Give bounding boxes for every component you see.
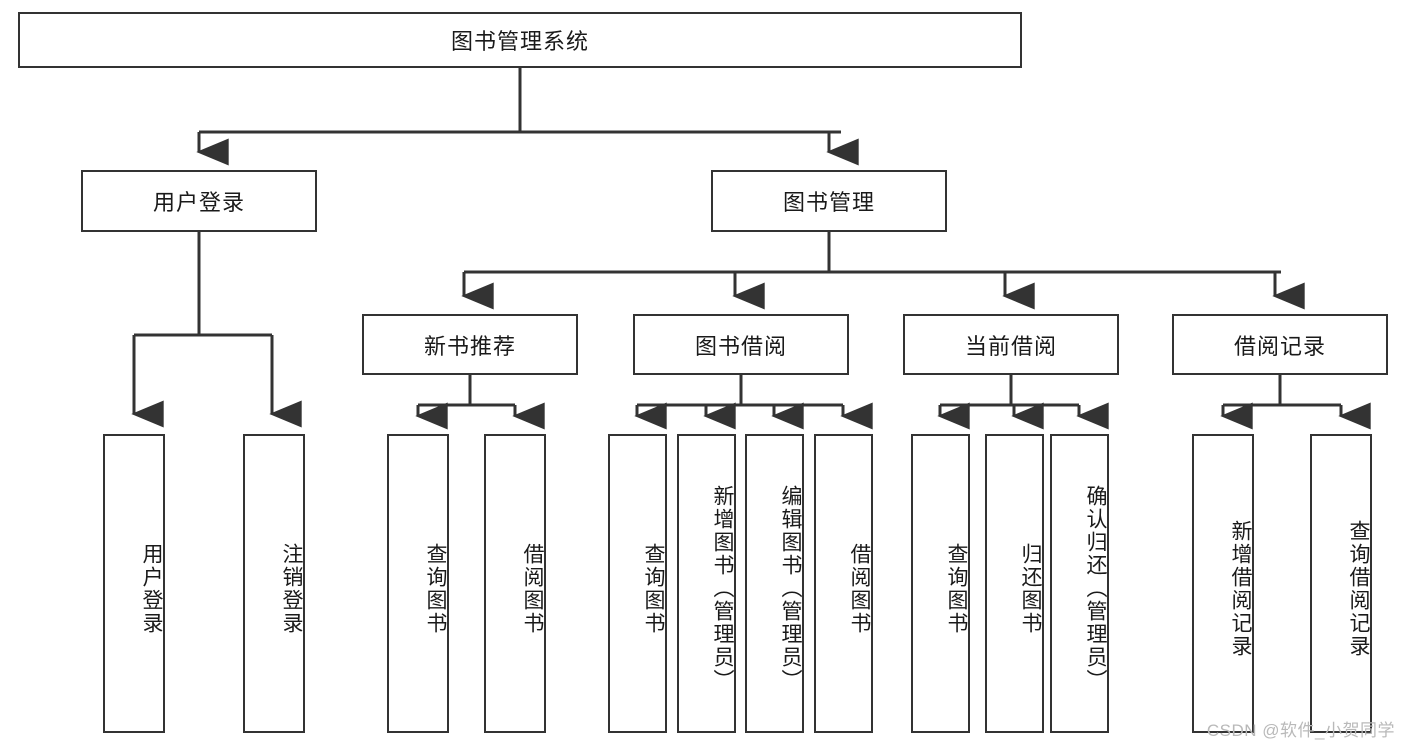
- node-leaf-return-book-label: 归还图书: [1019, 542, 1042, 635]
- node-borrow-record[interactable]: 借阅记录: [1172, 314, 1388, 375]
- node-leaf-confirm-return[interactable]: 确认归还（管理员）: [1050, 434, 1109, 733]
- csdn-watermark: CSDN @软件_小贺同学: [1206, 721, 1395, 740]
- node-leaf-add-record[interactable]: 新增借阅记录: [1192, 434, 1254, 733]
- node-leaf-logout-label: 注销登录: [280, 542, 303, 635]
- node-leaf-return-book[interactable]: 归还图书: [985, 434, 1044, 733]
- node-leaf-add-book[interactable]: 新增图书（管理员）: [677, 434, 736, 733]
- node-leaf-query-record-label: 查询借阅记录: [1347, 519, 1370, 658]
- node-leaf-query-book-1[interactable]: 查询图书: [387, 434, 449, 733]
- node-leaf-query-book-1-label: 查询图书: [424, 542, 447, 635]
- node-borrow-record-label: 借阅记录: [1233, 333, 1326, 359]
- node-user-login-label: 用户登录: [152, 190, 245, 215]
- node-leaf-user-login[interactable]: 用户登录: [103, 434, 165, 733]
- node-book-borrow-label: 图书借阅: [694, 333, 787, 359]
- node-leaf-borrow-book-2[interactable]: 借阅图书: [814, 434, 873, 733]
- node-leaf-add-record-label: 新增借阅记录: [1229, 519, 1252, 658]
- node-book-manage[interactable]: 图书管理: [711, 170, 947, 232]
- node-leaf-confirm-return-label: 确认归还（管理员）: [1084, 485, 1107, 692]
- node-leaf-borrow-book-1-label: 借阅图书: [521, 542, 544, 635]
- node-leaf-edit-book-label: 编辑图书（管理员）: [779, 485, 802, 692]
- node-current-borrow-label: 当前借阅: [964, 333, 1057, 359]
- node-book-manage-label: 图书管理: [782, 190, 875, 215]
- node-leaf-add-book-label: 新增图书（管理员）: [711, 485, 734, 692]
- node-leaf-borrow-book-2-label: 借阅图书: [848, 542, 871, 635]
- node-leaf-query-record[interactable]: 查询借阅记录: [1310, 434, 1372, 733]
- node-book-borrow[interactable]: 图书借阅: [633, 314, 849, 375]
- node-new-book-rec[interactable]: 新书推荐: [362, 314, 578, 375]
- node-leaf-user-login-label: 用户登录: [140, 542, 163, 635]
- node-leaf-borrow-book-1[interactable]: 借阅图书: [484, 434, 546, 733]
- node-leaf-logout[interactable]: 注销登录: [243, 434, 305, 733]
- node-leaf-query-book-3-label: 查询图书: [945, 542, 968, 635]
- node-leaf-query-book-3[interactable]: 查询图书: [911, 434, 970, 733]
- node-root[interactable]: 图书管理系统: [18, 12, 1022, 68]
- node-new-book-rec-label: 新书推荐: [423, 333, 516, 359]
- node-user-login[interactable]: 用户登录: [81, 170, 317, 232]
- node-leaf-query-book-2-label: 查询图书: [642, 542, 665, 635]
- node-leaf-edit-book[interactable]: 编辑图书（管理员）: [745, 434, 804, 733]
- node-leaf-query-book-2[interactable]: 查询图书: [608, 434, 667, 733]
- node-current-borrow[interactable]: 当前借阅: [903, 314, 1119, 375]
- node-root-label: 图书管理系统: [450, 29, 589, 54]
